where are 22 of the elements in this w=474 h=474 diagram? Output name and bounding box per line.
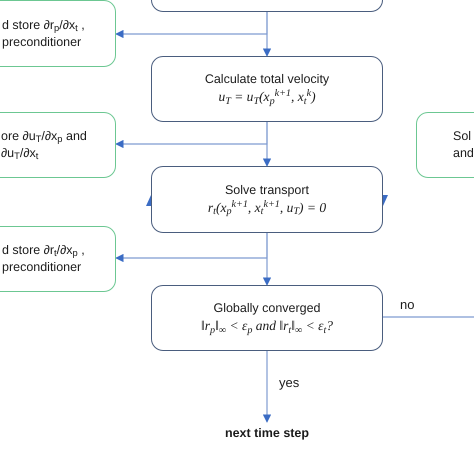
side-process-box: [416, 112, 474, 178]
arrow: [262, 122, 272, 167]
box-title: Solve transport: [224, 182, 310, 199]
process-box: [151, 56, 383, 122]
arrow: [262, 12, 272, 57]
box-text: Sol and: [453, 128, 474, 162]
box-text: ore ∂u$_{T}$/∂x$_{p}$ and ∂u$_{T}$/∂x$_{t}$: [1, 128, 88, 162]
side-process-box: [0, 112, 116, 178]
box-text: d store ∂r$_{t}$/∂x$_{p}$ , preconditioner: [2, 242, 86, 276]
box-title: Calculate total velocity: [204, 71, 330, 88]
side-process-box: [0, 226, 116, 292]
formula-text: r$_{t}$(x$_{p}$$^{k+1}$, x$_{t}$$^{k+1}$, u$_{T}$) = 0: [208, 198, 326, 218]
arrow: [262, 233, 272, 286]
box-text: d store ∂r$_{p}$/∂x$_{t}$ , preconditioner: [2, 16, 86, 50]
process-box: [151, 166, 383, 233]
process-box: [151, 285, 383, 351]
end-text: next time step: [224, 424, 310, 442]
side-process-box: [0, 0, 116, 67]
formula-text: u$_{T}$ = u$_{T}$(x$_{p}$$^{k+1}$, x$_{t}$$^{k}$): [218, 88, 316, 107]
arrow: [262, 351, 272, 423]
box-title: Globally converged: [213, 300, 320, 318]
formula-text: ‖r$_{p}$‖$_{∞}$ < ε$_{p}$ and ‖r$_{t}$‖$_{∞}$ < ε$_{t}$?: [201, 317, 333, 336]
